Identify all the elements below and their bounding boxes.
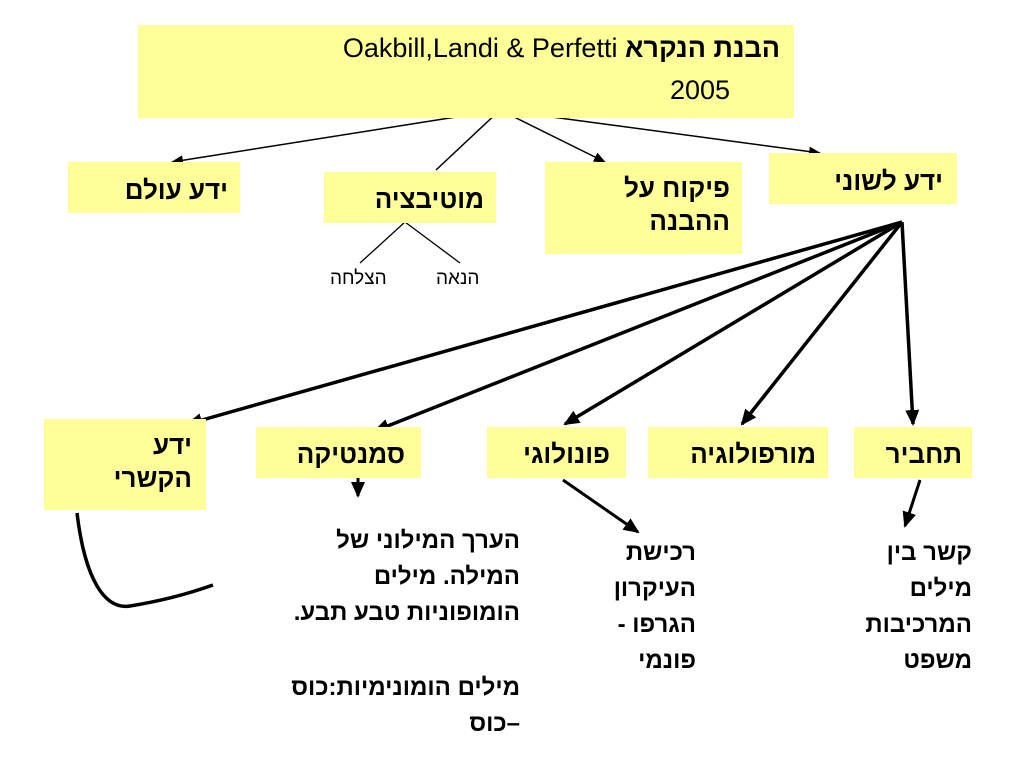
edge-context-curve bbox=[75, 512, 214, 609]
title-box: הבנת הנקרא Oakbill,Landi & Perfetti 2005 bbox=[138, 25, 794, 118]
phonology-desc-line: רכישת bbox=[625, 539, 696, 566]
node-motivation-label: מוטיבציה bbox=[374, 184, 484, 214]
node-linguistic-label: ידע לשוני bbox=[834, 166, 943, 196]
edge-linguistic-phonology bbox=[563, 220, 903, 426]
syntax-desc-line: מילים bbox=[909, 575, 972, 602]
phonology-desc-line: הגרפו - bbox=[617, 611, 696, 638]
node-semantics-label: סמנטיקה bbox=[296, 439, 405, 469]
node-phonology-label: פונולוגי bbox=[523, 439, 610, 469]
motivation-success-label: הצלחה bbox=[330, 268, 387, 289]
node-context-line1: ידע bbox=[152, 430, 192, 460]
phonology-description: רכישת העיקרון הגרפו - פונמי bbox=[614, 535, 696, 679]
edge-linguistic-syntax bbox=[900, 221, 920, 426]
semantics-description: הערך המילוני של המילה. מילים הומופוניות … bbox=[294, 523, 520, 631]
syntax-desc-line: המרכיבות bbox=[865, 611, 972, 638]
syntax-desc-line: קשר בין bbox=[886, 539, 972, 566]
syntax-desc-line: משפט bbox=[903, 647, 972, 674]
node-morphology: מורפולוגיה bbox=[648, 427, 828, 478]
node-monitoring-label: פיקוח על ההבנה bbox=[624, 172, 730, 237]
semantics-homonyms-description: מילים הומונימיות:כוס –כוס bbox=[291, 670, 520, 742]
edge-phonology-desc bbox=[562, 478, 640, 534]
semantics-homonyms-line: –כוס bbox=[469, 710, 520, 737]
node-syntax: תחביר bbox=[854, 427, 972, 478]
title-year: 2005 bbox=[670, 75, 731, 105]
node-world-label: ידע עולם bbox=[124, 175, 228, 205]
phonology-desc-line: פונמי bbox=[638, 647, 696, 674]
semantics-homonyms-line: מילים הומונימיות:כוס bbox=[291, 674, 520, 701]
edge-linguistic-morphology bbox=[740, 220, 904, 426]
node-monitoring-line2: ההבנה bbox=[649, 205, 730, 236]
edge-motivation-enjoy bbox=[404, 221, 461, 264]
node-phonology: פונולוגי bbox=[487, 427, 626, 478]
edge-syntax-desc bbox=[902, 479, 922, 528]
node-comprehension-monitoring: פיקוח על ההבנה bbox=[545, 162, 742, 254]
node-syntax-label: תחביר bbox=[885, 439, 962, 469]
node-morphology-label: מורפולוגיה bbox=[690, 439, 816, 469]
title-authors: Oakbill,Landi & Perfetti bbox=[342, 33, 618, 63]
phonology-desc-line: העיקרון bbox=[613, 575, 696, 602]
node-world-knowledge: ידע עולם bbox=[68, 162, 240, 213]
node-context-label: ידע הקשרי bbox=[114, 429, 192, 494]
title-hebrew: הבנת הנקרא bbox=[624, 33, 780, 63]
semantics-desc-line: הומופוניות טבע תבע. bbox=[293, 599, 520, 626]
edge-motivation-success bbox=[359, 221, 406, 264]
edge-title-world bbox=[171, 109, 501, 166]
edge-title-motivation bbox=[435, 109, 501, 171]
edge-linguistic-semantics bbox=[373, 220, 903, 433]
node-monitoring-line1: פיקוח על bbox=[623, 173, 730, 203]
syntax-description: קשר בין מילים המרכיבות משפט bbox=[865, 535, 972, 679]
edge-linguistic-context bbox=[186, 220, 903, 427]
node-motivation: מוטיבציה bbox=[324, 172, 496, 223]
semantics-desc-line: הערך המילוני של bbox=[336, 527, 520, 554]
node-context-line2: הקשרי bbox=[113, 462, 192, 493]
node-linguistic-knowledge: ידע לשוני bbox=[769, 153, 957, 204]
title-line: הבנת הנקרא Oakbill,Landi & Perfetti bbox=[343, 33, 780, 64]
node-semantics: סמנטיקה bbox=[256, 427, 421, 478]
edge-title-monitoring bbox=[499, 109, 606, 163]
motivation-enjoyment-label: הנאה bbox=[436, 268, 480, 289]
semantics-desc-line: המילה. מילים bbox=[373, 563, 520, 590]
node-contextual-knowledge: ידע הקשרי bbox=[44, 419, 206, 510]
